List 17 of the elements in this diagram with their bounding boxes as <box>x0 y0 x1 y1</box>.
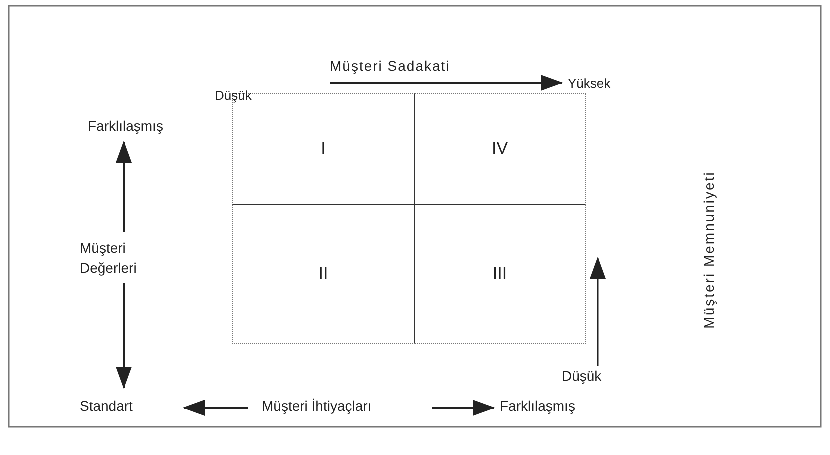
axis-end-label: Farklılaşmış <box>500 398 576 414</box>
quadrant-numeral: I <box>321 139 326 159</box>
axis-end-label: Yüksek <box>568 76 611 91</box>
quadrant <box>414 204 586 344</box>
quadrant <box>232 204 415 344</box>
axis-end-label: Farklılaşmış <box>88 118 164 134</box>
axis-title: Müşteri Memnuniyeti <box>701 171 717 329</box>
axis-title: Müşteri Değerleri <box>80 239 138 278</box>
quadrant-numeral: IV <box>492 139 508 159</box>
axis-title: Müşteri İhtiyaçları <box>262 398 372 414</box>
axis-title: Müşteri Sadakati <box>330 58 450 74</box>
axis-end-label: Düşük <box>562 368 602 384</box>
quadrant-numeral: III <box>492 264 508 284</box>
quadrant-numeral: II <box>318 264 328 284</box>
quadrant <box>414 93 586 205</box>
axis-end-label: Düşük <box>215 88 252 103</box>
axis-end-label: Standart <box>80 398 133 414</box>
